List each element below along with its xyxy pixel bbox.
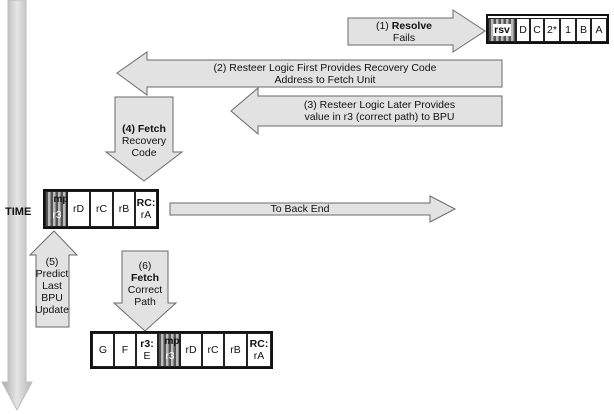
step-4-line2: Recovery [121, 135, 167, 147]
fetch-correct-path-arrow [112, 250, 178, 332]
step-1-rest: Fails [392, 32, 416, 44]
step-5-label: (5) Predict Last BPU Update [32, 256, 72, 316]
step-1-label: (1) Resolve Fails [360, 20, 448, 44]
step-5-line3: Last [42, 280, 62, 292]
bottom-queue-mp-cell [158, 333, 180, 367]
mid-queue-mp-label: mp [53, 194, 69, 205]
predict-bpu-arrow [28, 230, 79, 328]
to-back-end-label: To Back End [270, 203, 330, 215]
mid-queue-rc-top: RC: [136, 197, 156, 209]
to-back-end-arrow [169, 195, 457, 223]
time-label: TIME [5, 206, 32, 218]
mid-queue-cell: rD [67, 191, 90, 227]
bottom-queue-mp-label: mp [164, 336, 180, 347]
step-5-num: (5) [45, 256, 59, 268]
top-queue-cell: B [576, 18, 591, 42]
step-1-bold: Resolve [391, 20, 433, 32]
middle-fetch-queue: mp r3 rD rC rB RC: rA [43, 189, 159, 229]
mid-queue-mp-cell [45, 191, 67, 227]
top-queue-rsv-text: rsv [493, 24, 511, 36]
mid-queue-r3-label: r3 [52, 210, 62, 221]
step-6-num: (6) [138, 260, 152, 272]
step-6-line3: Correct [127, 284, 163, 296]
bottom-queue-r3-label: r3 [165, 351, 175, 362]
bottom-queue-cell: rB [224, 333, 247, 367]
bottom-queue-r3-cell: r3: E [136, 333, 158, 367]
bottom-queue-cell: G [92, 333, 114, 367]
bottom-queue-cell: rD [180, 333, 202, 367]
step-2-line1: (2) Resteer Logic First Provides Recover… [213, 62, 437, 74]
mid-queue-rc-bottom: rA [140, 209, 152, 221]
top-queue-cell: D [516, 18, 530, 42]
r3-to-bpu-arrow [230, 86, 503, 136]
time-arrow [1, 0, 33, 412]
mid-queue-rc-cell: RC: rA [135, 191, 157, 227]
bottom-queue-rc-bottom: rA [253, 350, 265, 362]
step-3-line2: value in r3 (correct path) to BPU [304, 111, 455, 123]
step-3-label: (3) Resteer Logic Later Provides value i… [262, 99, 497, 123]
bottom-queue-cell: F [114, 333, 136, 367]
step-2-line2: Address to Fetch Unit [274, 74, 376, 86]
step-6-label: (6) Fetch Correct Path [118, 260, 172, 308]
step-5-line4: BPU [41, 292, 63, 304]
recovery-address-arrow [116, 51, 503, 96]
mid-queue-cell: rC [90, 191, 113, 227]
step-4-line3: Code [131, 147, 157, 159]
step-4-label: (4) Fetch Recovery Code [112, 123, 176, 159]
top-queue-cell: C [530, 18, 544, 42]
step-1-num: (1) [375, 20, 389, 32]
step-3-line1: (3) Resteer Logic Later Provides [303, 99, 456, 111]
bottom-queue-rc-top: RC: [249, 338, 269, 350]
top-queue-cell: 2* [544, 18, 560, 42]
bottom-queue-r3-bottom: E [143, 350, 151, 362]
top-fetch-queue: rsv D C 2* 1 B A [486, 14, 609, 44]
fetch-recovery-arrow [104, 96, 184, 182]
bottom-fetch-queue: G F r3: E mp r3 rD rC rB RC: rA [90, 331, 273, 369]
bottom-queue-rc-cell: RC: rA [247, 333, 271, 367]
top-queue-cell: A [591, 18, 607, 42]
step-6-bold: Fetch [130, 272, 159, 284]
step-5-line2: Predict [35, 268, 69, 280]
mid-queue-cell: rB [113, 191, 135, 227]
bottom-queue-cell: rC [202, 333, 224, 367]
step-6-line4: Path [134, 296, 156, 308]
top-queue-cell: 1 [560, 18, 576, 42]
step-4-bold: (4) Fetch [122, 123, 166, 135]
step-2-label: (2) Resteer Logic First Provides Recover… [165, 62, 485, 86]
bottom-queue-r3-top: r3: [140, 338, 154, 350]
resolve-fails-arrow [347, 9, 486, 53]
top-queue-rsv-cell: rsv [488, 18, 516, 42]
step-5-line5: Update [35, 304, 69, 316]
